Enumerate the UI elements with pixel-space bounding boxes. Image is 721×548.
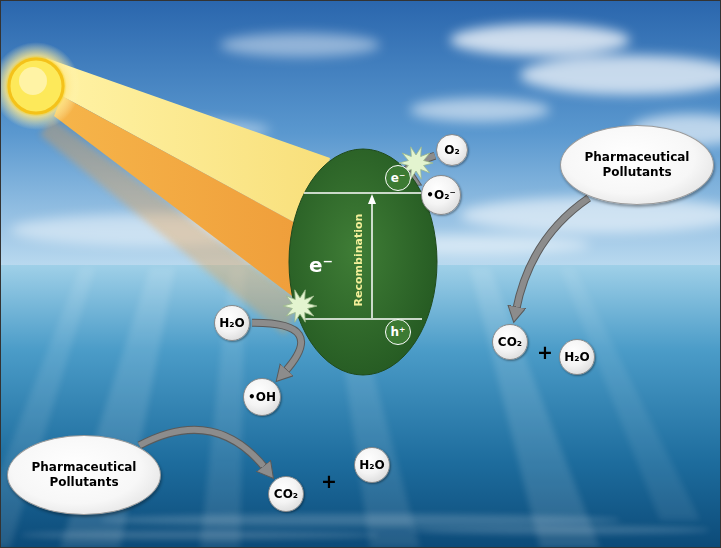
charge-carrier-circle: h⁺ (385, 319, 411, 345)
species-circle: •O₂⁻ (421, 175, 461, 215)
pollutant-ellipse: Pharmaceutical Pollutants (7, 435, 161, 515)
sun (0, 42, 80, 130)
reaction-arrow (139, 430, 266, 469)
species-circle: H₂O (559, 339, 595, 375)
recombination-arrow (371, 202, 373, 318)
valence-band (304, 318, 422, 320)
node-text: Pharmaceutical Pollutants (25, 460, 143, 490)
species-circle: O₂ (436, 134, 468, 166)
arrow-body (139, 430, 266, 469)
reaction-burst (283, 290, 317, 322)
node-text: •O₂⁻ (426, 189, 455, 201)
pollutant-ellipse: Pharmaceutical Pollutants (560, 125, 714, 205)
node-text: Recombination (353, 214, 364, 307)
node-text: CO₂ (274, 488, 298, 500)
node-text: O₂ (444, 144, 459, 156)
node-text: Pharmaceutical Pollutants (578, 150, 696, 180)
node-text: H₂O (359, 459, 385, 471)
arrow-outline (516, 198, 589, 311)
node-text: CO₂ (498, 336, 522, 348)
species-circle: •OH (243, 378, 281, 416)
node-text: •OH (248, 391, 276, 403)
plus-sign: + (321, 472, 337, 491)
recombination-arrowhead (368, 194, 376, 204)
water-ripples (20, 514, 710, 539)
reaction-arrow (252, 323, 301, 373)
species-circle: H₂O (354, 447, 390, 483)
species-circle: H₂O (214, 305, 250, 341)
node-text: H₂O (219, 317, 245, 329)
node-text: H₂O (564, 351, 590, 363)
species-circle: CO₂ (492, 324, 528, 360)
node-text: e⁻ (391, 172, 405, 184)
reaction-arrow (516, 198, 589, 311)
light-beam (54, 96, 312, 302)
sun (19, 67, 47, 95)
charge-carrier-circle: e⁻ (385, 165, 411, 191)
sun (9, 59, 63, 113)
node-text: h⁺ (391, 326, 406, 338)
conduction-band (304, 192, 422, 194)
particle-body (289, 149, 437, 375)
arrow-outline (252, 323, 301, 373)
photocatalyst-particle: e⁻ Recombination e⁻ h⁺ (288, 148, 438, 376)
species-circle: CO₂ (268, 476, 304, 512)
arrow-body (252, 323, 301, 373)
arrow-body (516, 198, 589, 311)
arrow-outline (139, 430, 266, 469)
plus-sign: + (537, 343, 553, 362)
node-text: e⁻ (309, 255, 333, 275)
